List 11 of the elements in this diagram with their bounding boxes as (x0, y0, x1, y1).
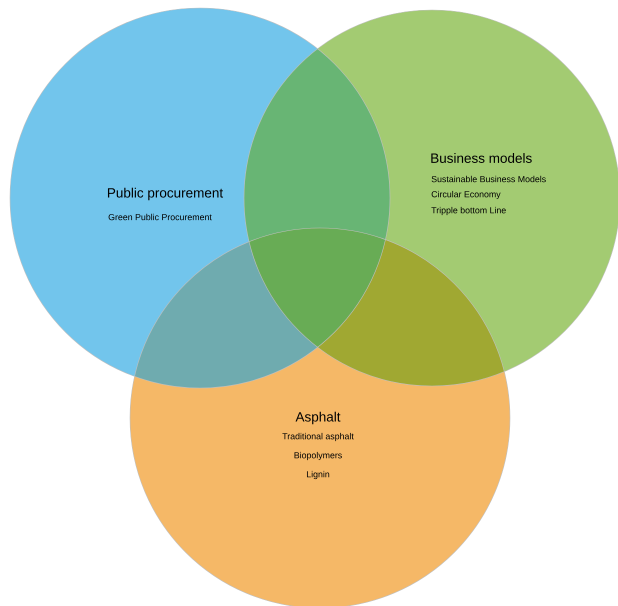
item-text: Biopolymers (294, 452, 342, 460)
item-text: Sustainable Business Models (432, 176, 546, 182)
item-text: Lignin (306, 470, 330, 480)
venn-circle (10, 8, 390, 388)
item-text: Tripple bottom Line (431, 206, 506, 216)
circle-heading: Business models (431, 153, 532, 163)
circle-heading: Public procurement (108, 188, 224, 200)
item-text: Traditional asphalt (282, 432, 354, 442)
item-text: Circular Economy (432, 190, 501, 200)
circle-heading: Asphalt (296, 412, 340, 424)
item-text: Green Public Procurement (108, 214, 212, 220)
